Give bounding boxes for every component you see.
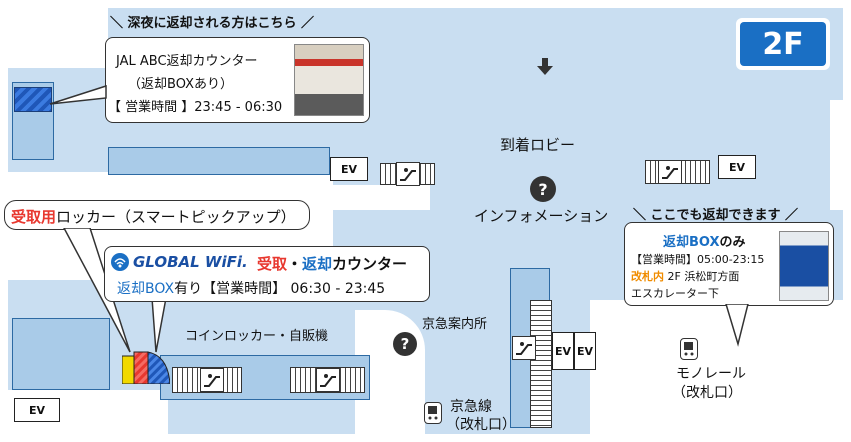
jal-counter-area — [14, 87, 52, 112]
wall-nw — [8, 8, 108, 68]
return-bubble-pointer — [725, 304, 749, 347]
return-here-hours: 【営業時間】05:00-23:15 — [631, 253, 765, 266]
information-icon: ? — [530, 176, 556, 202]
jal-hours: 【 営業時間 】23:45 - 06:30 — [108, 100, 283, 115]
return-box-only: 返却BOXのみ — [663, 235, 746, 250]
floor-label: 2F — [740, 22, 826, 66]
jal-bubble-pointer — [49, 84, 107, 105]
return-here-place: 改札内 2F 浜松町方面 — [631, 270, 740, 283]
pickup-locker-label: 受取用ロッカー（スマートピックアップ） — [11, 208, 296, 226]
keikyu-line-label: 京急線 — [450, 399, 492, 415]
wifi-counter-label: 受取・返却カウンター — [257, 255, 408, 273]
escalator-icon — [200, 368, 224, 392]
keikyu-info-label: 京急案内所 — [422, 317, 488, 332]
floor-badge-frame: 2F — [736, 18, 830, 70]
wall-east-notch — [830, 100, 843, 210]
escalator-icon — [396, 162, 420, 186]
coin-locker-label: コインロッカー・自販機 — [185, 329, 329, 344]
keikyu-gate-label: （改札口） — [446, 417, 516, 433]
elevator-5: EV — [574, 332, 596, 370]
train-icon — [680, 338, 698, 360]
wifi-hours: 返却BOX有り【営業時間】 06:30 - 23:45 — [117, 281, 386, 297]
wall-west-strip — [330, 185, 430, 210]
jal-counter-photo — [294, 44, 364, 116]
arrival-lobby-label: 到着ロビー — [500, 136, 576, 154]
elevator-3: EV — [14, 398, 60, 422]
southwest-block — [12, 318, 110, 390]
down-arrow-icon — [537, 58, 553, 80]
jal-counter-name: JAL ABC返却カウンター — [116, 54, 258, 69]
jal-box-note: （返却BOXあり） — [128, 77, 233, 92]
globe-icon — [111, 253, 129, 271]
return-here-banner: ＼ ここでも返却できます ／ — [633, 208, 799, 223]
night-return-banner: ＼ 深夜に返却される方はこちら ／ — [110, 16, 315, 31]
monorail-gate-label: （改札口） — [672, 385, 742, 401]
wall-southeast — [590, 300, 843, 434]
pickup-locker-bubble: 受取用ロッカー（スマートピックアップ） — [4, 200, 310, 230]
escalator-icon — [658, 160, 682, 184]
wall-right — [843, 0, 851, 442]
information-label: インフォメーション — [474, 207, 609, 225]
keikyu-info-icon: ? — [393, 332, 417, 356]
elevator-1: EV — [330, 157, 368, 181]
elevator-4: EV — [552, 332, 574, 370]
escalator-icon — [316, 368, 340, 392]
global-wifi-bubble: GLOBAL WiFi. 受取・返却カウンター 返却BOX有り【営業時間】 06… — [104, 246, 430, 302]
return-here-escalator: エスカレーター下 — [631, 287, 719, 300]
west-corridor-block — [108, 147, 330, 175]
return-box-photo — [779, 231, 829, 301]
train-icon — [424, 402, 442, 424]
return-here-bubble: 返却BOXのみ 【営業時間】05:00-23:15 改札内 2F 浜松町方面 エ… — [624, 222, 834, 306]
monorail-label: モノレール — [676, 366, 746, 382]
escalator-icon — [512, 336, 536, 360]
global-wifi-logo: GLOBAL WiFi. — [133, 253, 248, 271]
jal-counter-bubble: JAL ABC返却カウンター （返却BOXあり） 【 営業時間 】23:45 -… — [105, 37, 370, 123]
wall-top — [0, 0, 851, 8]
escalator-center — [530, 300, 552, 428]
pickup-locker-area — [122, 348, 170, 384]
locker-bubble-pointer — [63, 228, 167, 353]
wall-bottom — [0, 434, 851, 442]
elevator-2: EV — [718, 155, 756, 179]
